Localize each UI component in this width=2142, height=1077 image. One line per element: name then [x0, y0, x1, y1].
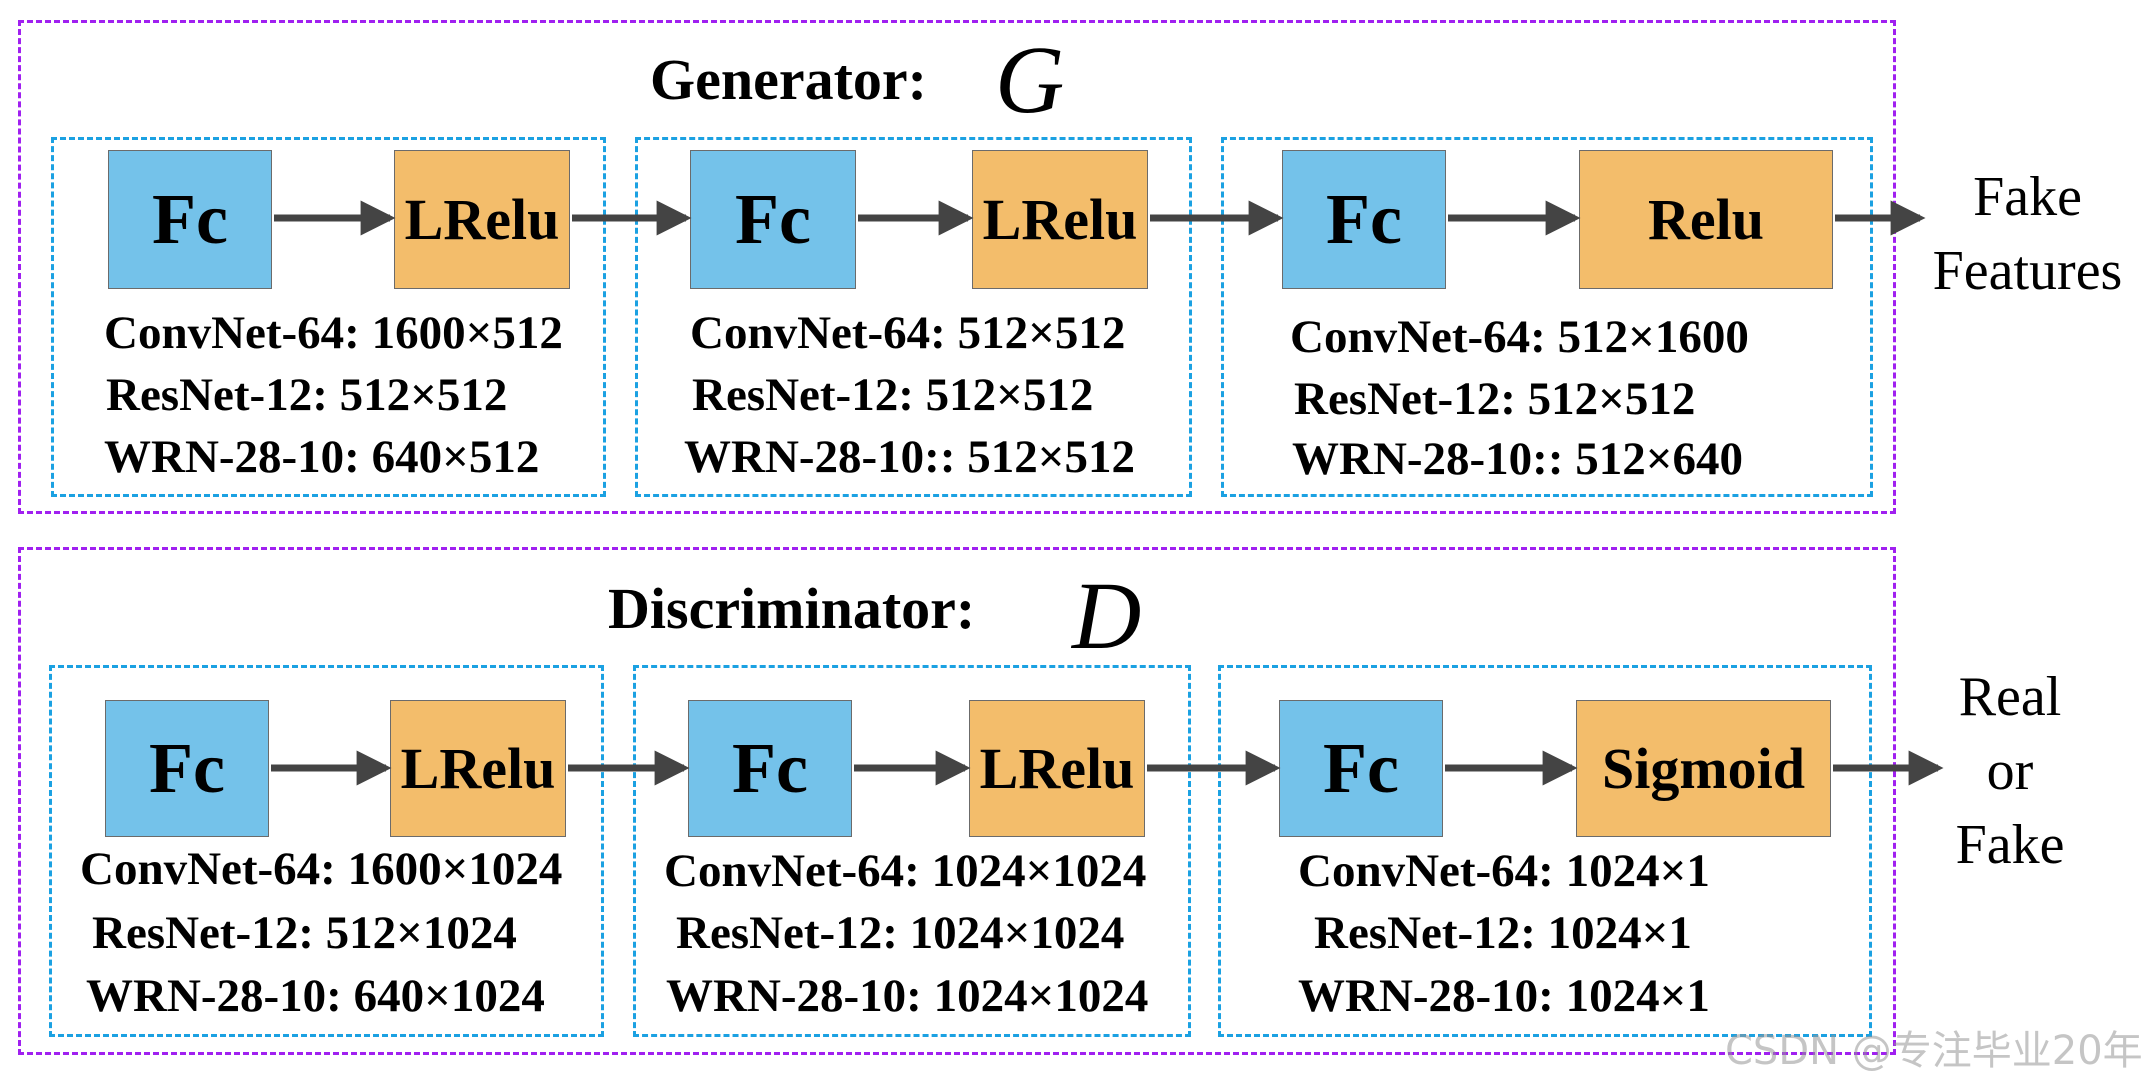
discriminator-symbol: D: [1072, 562, 1142, 669]
generator-output-label: Fake Features: [1915, 160, 2140, 308]
generator-activation-1: LRelu: [394, 150, 570, 289]
generator-dim-label: ResNet-12: 512×512: [106, 369, 508, 421]
discriminator-activation-1: LRelu: [390, 700, 566, 837]
discriminator-block-1: [49, 665, 604, 1037]
discriminator-dim-label: ConvNet-64: 1024×1: [1298, 845, 1710, 897]
generator-dim-label: WRN-28-10:: 512×512: [684, 431, 1136, 483]
generator-activation-2: LRelu: [972, 150, 1148, 289]
generator-block-1: [51, 137, 606, 497]
discriminator-dim-label: ConvNet-64: 1600×1024: [80, 843, 563, 895]
discriminator-block-3: [1218, 665, 1872, 1037]
generator-dim-label: ConvNet-64: 1600×512: [104, 307, 563, 359]
discriminator-dim-label: ConvNet-64: 1024×1024: [664, 845, 1147, 897]
discriminator-dim-label: ResNet-12: 1024×1024: [676, 907, 1125, 959]
generator-dim-label: WRN-28-10:: 512×640: [1292, 433, 1744, 485]
discriminator-fc-layer-2: Fc: [688, 700, 852, 837]
discriminator-dim-label: ResNet-12: 1024×1: [1314, 907, 1692, 959]
watermark: CSDN @专注毕业20年: [1725, 1028, 2142, 1074]
generator-block-2: [635, 137, 1192, 497]
discriminator-output-line: Fake: [1955, 814, 2065, 876]
discriminator-fc-layer-3: Fc: [1279, 700, 1443, 837]
generator-dim-label: ResNet-12: 512×512: [1294, 373, 1696, 425]
generator-activation-3: Relu: [1579, 150, 1833, 289]
discriminator-title: Discriminator:: [608, 576, 976, 641]
discriminator-output-line: or: [1986, 740, 2034, 802]
generator-dim-label: WRN-28-10: 640×512: [104, 431, 540, 483]
generator-dim-label: ConvNet-64: 512×1600: [1290, 311, 1749, 363]
generator-output-line: Features: [1932, 240, 2123, 302]
discriminator-dim-label: ResNet-12: 512×1024: [92, 907, 517, 959]
discriminator-output-label: Real or Fake: [1920, 660, 2100, 882]
discriminator-dim-label: WRN-28-10: 1024×1024: [666, 970, 1149, 1022]
generator-output-line: Fake: [1973, 166, 2082, 228]
discriminator-activation-3: Sigmoid: [1576, 700, 1831, 837]
discriminator-block-2: [633, 665, 1191, 1037]
generator-dim-label: ResNet-12: 512×512: [692, 369, 1094, 421]
generator-dim-label: ConvNet-64: 512×512: [690, 307, 1126, 359]
generator-block-3: [1221, 137, 1873, 497]
discriminator-section: [18, 547, 1896, 1055]
discriminator-output-line: Real: [1958, 666, 2062, 728]
generator-section: [18, 20, 1896, 514]
discriminator-dim-label: WRN-28-10: 640×1024: [86, 970, 545, 1022]
generator-symbol: G: [995, 26, 1065, 133]
discriminator-dim-label: WRN-28-10: 1024×1: [1298, 970, 1710, 1022]
generator-fc-layer-1: Fc: [108, 150, 272, 289]
generator-title: Generator:: [650, 47, 927, 112]
discriminator-activation-2: LRelu: [969, 700, 1145, 837]
generator-fc-layer-2: Fc: [690, 150, 856, 289]
discriminator-fc-layer-1: Fc: [105, 700, 269, 837]
